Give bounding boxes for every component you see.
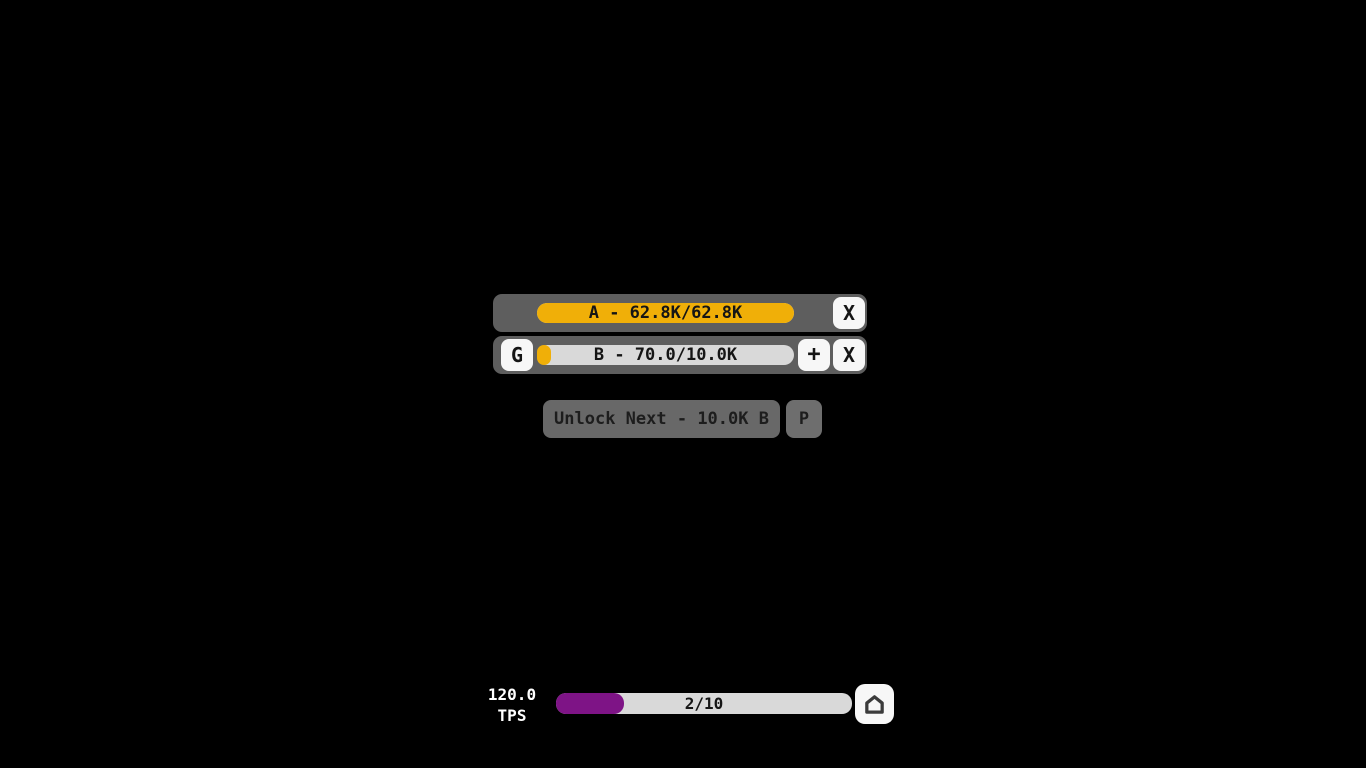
resource-a-label: A - 62.8K/62.8K	[588, 303, 743, 323]
resource-b-label: B - 70.0/10.0K	[593, 345, 738, 365]
level-progressbar: 2/10	[556, 693, 852, 714]
tps-indicator: 120.0 TPS	[457, 684, 567, 726]
resource-a-close-button[interactable]: X	[833, 297, 865, 329]
tps-value: 120.0	[487, 685, 537, 704]
resource-row-a: A - 62.8K/62.8K X	[493, 294, 867, 332]
prestige-button[interactable]: P	[786, 400, 822, 438]
resource-b-progress-fill	[537, 345, 552, 365]
home-button[interactable]	[855, 684, 894, 724]
resource-b-generator-button[interactable]: G	[501, 339, 533, 371]
tps-unit: TPS	[497, 706, 527, 725]
level-progress-fill	[556, 693, 625, 714]
level-progress-label: 2/10	[684, 694, 724, 713]
resource-b-progressbar[interactable]: B - 70.0/10.0K	[537, 345, 794, 365]
resource-row-b: G B - 70.0/10.0K + X	[493, 336, 867, 374]
resource-b-buy-button[interactable]: +	[798, 339, 830, 371]
resource-b-close-button[interactable]: X	[833, 339, 865, 371]
resource-a-progress-fill	[537, 303, 794, 323]
resource-a-progressbar[interactable]: A - 62.8K/62.8K	[537, 303, 794, 323]
home-icon	[863, 693, 886, 716]
unlock-next-button[interactable]: Unlock Next - 10.0K B	[543, 400, 780, 438]
